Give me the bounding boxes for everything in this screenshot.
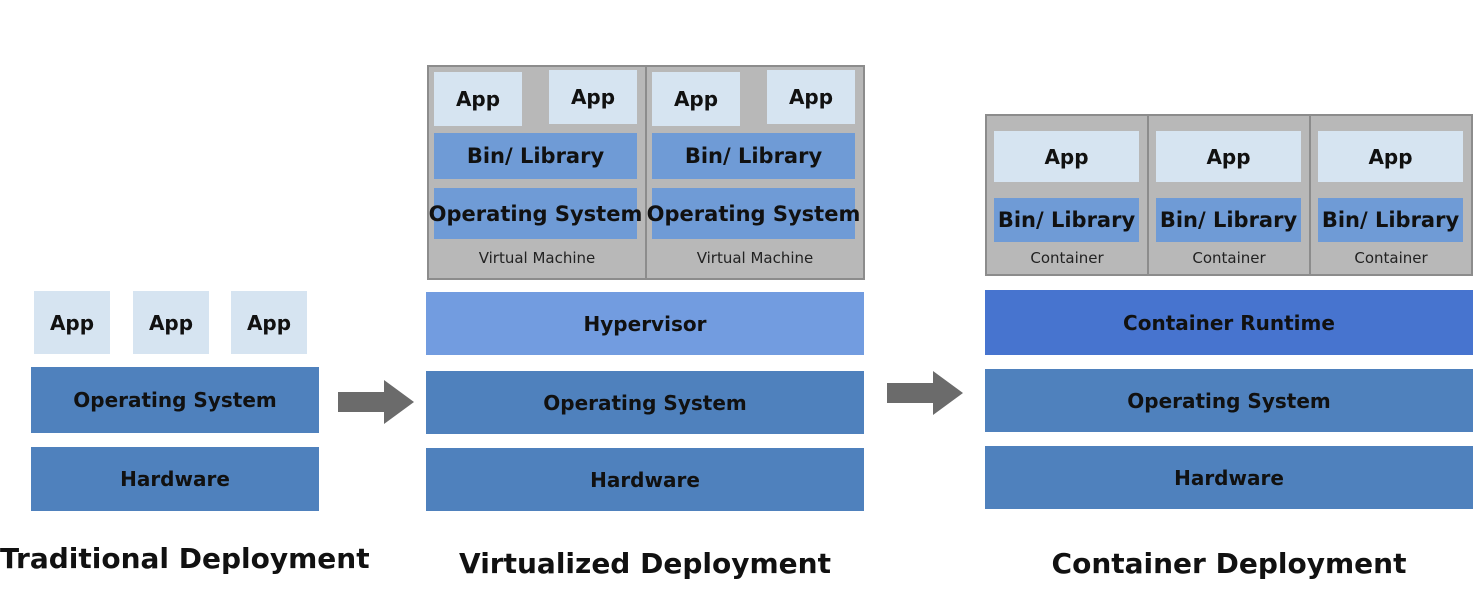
- container2-app: App: [1156, 131, 1301, 182]
- app-label: App: [455, 87, 501, 111]
- os-label: Operating System: [646, 201, 861, 226]
- vm1-app-1: App: [434, 72, 522, 126]
- os-label: Operating System: [543, 390, 747, 415]
- traditional-app-3: App: [231, 291, 307, 354]
- hardware-label: Hardware: [590, 467, 700, 492]
- container-operating-system: Operating System: [985, 369, 1473, 432]
- container1-bin-library: Bin/ Library: [994, 198, 1139, 242]
- vm2-bin-library: Bin/ Library: [652, 133, 855, 179]
- bin-library-label: Bin/ Library: [1321, 208, 1460, 232]
- container1-app: App: [994, 131, 1139, 182]
- app-label: App: [1206, 144, 1251, 169]
- hypervisor: Hypervisor: [426, 292, 864, 355]
- container-runtime-label: Container Runtime: [1123, 310, 1335, 335]
- traditional-hardware: Hardware: [31, 447, 319, 511]
- traditional-app-2: App: [133, 291, 209, 354]
- app-label: App: [148, 310, 194, 335]
- app-label: App: [673, 87, 719, 111]
- arrow-right-icon: [338, 380, 414, 424]
- container3-app: App: [1318, 131, 1463, 182]
- vm2-app-1: App: [652, 72, 740, 126]
- hypervisor-label: Hypervisor: [583, 311, 707, 336]
- vm2-label: Virtual Machine: [696, 249, 814, 267]
- app-label: App: [1044, 144, 1089, 169]
- app-label: App: [246, 310, 292, 335]
- virtualized-operating-system: Operating System: [426, 371, 864, 434]
- vm1-label: Virtual Machine: [478, 249, 596, 267]
- app-label: App: [49, 310, 95, 335]
- vm2-operating-system: Operating System: [647, 188, 860, 239]
- app-label: App: [788, 85, 834, 109]
- virtualized-deployment-title: Virtualized Deployment: [459, 547, 831, 580]
- os-label: Operating System: [428, 201, 643, 226]
- traditional-operating-system: Operating System: [31, 367, 319, 433]
- os-label: Operating System: [73, 388, 277, 412]
- container1-label: Container: [1030, 249, 1104, 267]
- hardware-label: Hardware: [1174, 465, 1284, 490]
- hardware-label: Hardware: [120, 467, 230, 491]
- container-hardware: Hardware: [985, 446, 1473, 509]
- container-runtime: Container Runtime: [985, 290, 1473, 355]
- container3-bin-library: Bin/ Library: [1318, 198, 1463, 242]
- vm1-operating-system: Operating System: [429, 188, 642, 239]
- container2-bin-library: Bin/ Library: [1156, 198, 1301, 242]
- app-label: App: [570, 85, 616, 109]
- virtualized-hardware: Hardware: [426, 448, 864, 511]
- traditional-app-1: App: [34, 291, 110, 354]
- arrow-right-icon: [887, 371, 963, 415]
- bin-library-label: Bin/ Library: [466, 144, 605, 168]
- traditional-deployment-title: Traditional Deployment: [0, 542, 370, 575]
- vm1-app-2: App: [549, 70, 637, 124]
- vm2-app-2: App: [767, 70, 855, 124]
- bin-library-label: Bin/ Library: [997, 208, 1136, 232]
- bin-library-label: Bin/ Library: [684, 144, 823, 168]
- container2-label: Container: [1192, 249, 1266, 267]
- vm1-bin-library: Bin/ Library: [434, 133, 637, 179]
- os-label: Operating System: [1127, 388, 1331, 413]
- app-label: App: [1368, 144, 1413, 169]
- bin-library-label: Bin/ Library: [1159, 208, 1298, 232]
- container3-label: Container: [1354, 249, 1428, 267]
- container-deployment-title: Container Deployment: [1051, 547, 1407, 580]
